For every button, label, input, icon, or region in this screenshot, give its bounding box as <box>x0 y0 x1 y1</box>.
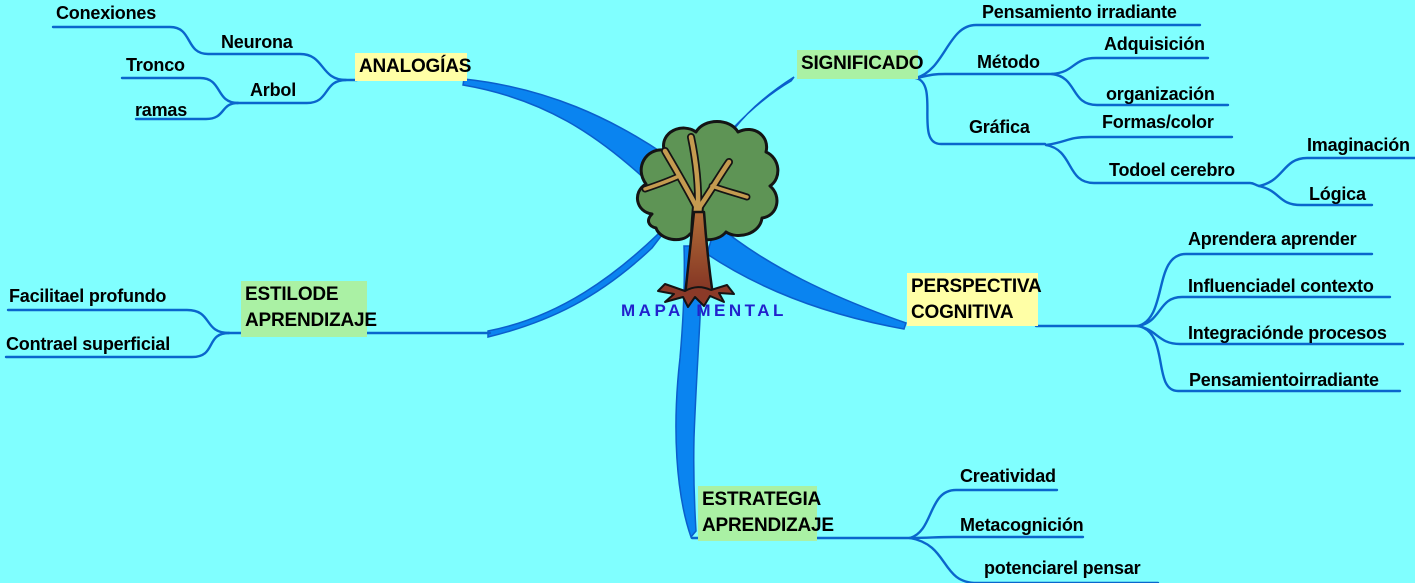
link-aprender <box>1136 252 1374 328</box>
tree-roots <box>657 283 735 308</box>
link-ramas <box>134 101 240 121</box>
link-grafica <box>914 76 1047 146</box>
node-tronco: Tronco <box>126 55 185 75</box>
topic-perspectiva-cognitiva: PERSPECTIVA COGNITIVA <box>907 273 1042 326</box>
link-imaginacion <box>1257 156 1415 188</box>
link-pensamiento-irradiante <box>914 23 1202 80</box>
link-facilita <box>6 308 231 335</box>
node-metacognicion: Metacognición <box>960 515 1084 535</box>
node-neurona: Neurona <box>221 32 293 52</box>
topic-analogias: ANALOGÍAS <box>355 53 471 81</box>
node-formas-color: Formas/color <box>1102 112 1214 132</box>
node-grafica: Gráfica <box>969 117 1030 137</box>
link-tronco <box>120 76 240 105</box>
tree-trunk <box>683 210 715 298</box>
topic-estrategia-aprendizaje: ESTRATEGIA APRENDIZAJE <box>698 486 834 541</box>
node-facilita-el-profundo: Facilitael profundo <box>9 286 167 306</box>
link-logica <box>1257 184 1374 207</box>
node-metodo: Método <box>977 52 1040 72</box>
topic-estilo-de-aprendizaje: ESTILODE APRENDIZAJE <box>241 281 377 337</box>
node-ramas: ramas <box>135 100 188 120</box>
tree-icon <box>636 120 780 308</box>
tree-foliage <box>636 120 780 242</box>
node-pensamiento-irradiante-2: Pensamientoirradiante <box>1189 370 1379 390</box>
link-creatividad <box>908 488 1059 540</box>
node-aprender-a-aprender: Aprendera aprender <box>1188 229 1357 249</box>
link-potenciar <box>908 536 1160 585</box>
branch-analogias <box>462 78 666 182</box>
map-title: MAPA MENTAL <box>621 301 787 320</box>
link-formas-color <box>1044 135 1234 147</box>
node-potenciar-el-pensar: potenciarel pensar <box>984 558 1141 578</box>
link-todo-el-cerebro <box>1044 143 1261 188</box>
node-pensamiento-irradiante: Pensamiento irradiante <box>982 2 1177 22</box>
link-metodo <box>914 72 1054 80</box>
link-pensamiento-cognitiva <box>1136 324 1402 393</box>
node-integracion-de-procesos: Integraciónde procesos <box>1188 323 1387 343</box>
link-adquisicion <box>1050 56 1210 76</box>
node-imaginacion: Imaginación <box>1307 135 1410 155</box>
link-contra <box>4 331 231 359</box>
topic-significado: SIGNIFICADO <box>797 50 924 79</box>
node-influencia-del-contexto: Influenciadel contexto <box>1188 276 1374 296</box>
node-conexiones: Conexiones <box>56 3 157 23</box>
node-contra-el-superficial: Contrael superficial <box>6 334 171 354</box>
bottom-edge-strip <box>0 583 1415 585</box>
node-organizacion: organización <box>1106 84 1215 104</box>
link-conexiones-neurona <box>51 25 359 82</box>
link-metacognicion <box>908 535 1085 540</box>
link-influencia <box>1136 295 1392 328</box>
link-arbol <box>236 78 348 105</box>
node-arbol: Arbol <box>250 80 296 100</box>
node-todo-el-cerebro: Todoel cerebro <box>1109 160 1235 180</box>
node-logica: Lógica <box>1309 184 1366 204</box>
node-adquisicion: Adquisición <box>1104 34 1205 54</box>
link-organizacion <box>1050 72 1230 107</box>
node-creatividad: Creatividad <box>960 466 1056 486</box>
